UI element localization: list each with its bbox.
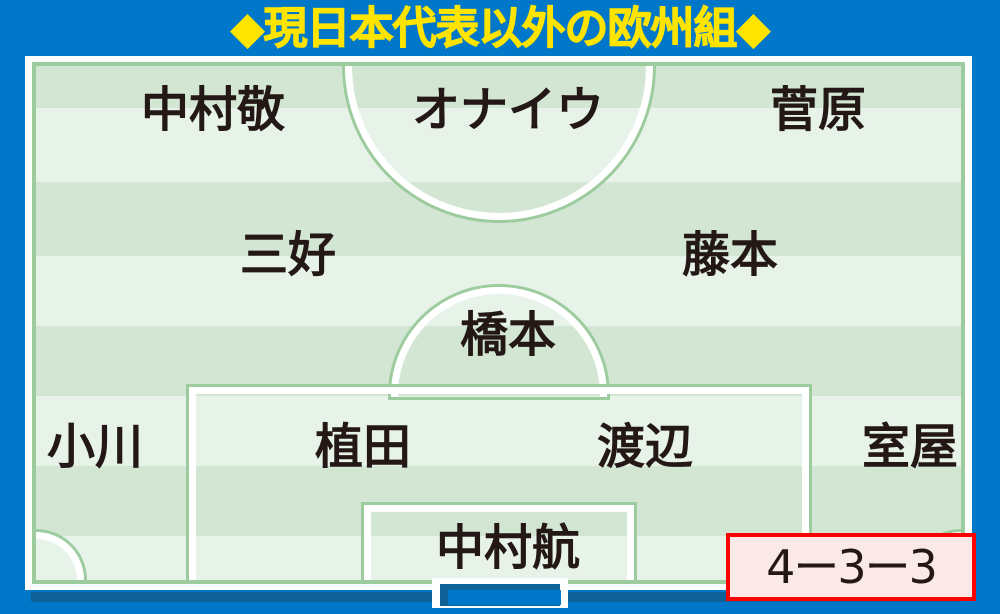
goal-net-outline (440, 584, 561, 606)
player-name-left-wing: 中村敬 (140, 82, 286, 138)
player-name-right-midfield: 藤本 (681, 227, 779, 283)
player-name-centre-back-right: 渡辺 (596, 419, 694, 475)
goal-net-fill (448, 590, 561, 605)
page-title: ◆現日本代表以外の欧州組◆ (230, 3, 771, 54)
formation-label: 4ー3ー3 (766, 540, 938, 594)
player-name-goalkeeper: 中村航 (435, 520, 581, 576)
header-bar: ◆現日本代表以外の欧州組◆ (0, 0, 1000, 58)
player-name-centre-back-left: 植田 (314, 419, 412, 475)
player-name-centre-forward: オナイウ (411, 82, 605, 138)
player-name-left-midfield: 三好 (239, 227, 337, 283)
goal-area-marking (363, 505, 634, 580)
player-name-left-back: 小川 (46, 419, 144, 475)
goal-mouth (432, 578, 568, 608)
soccer-pitch (32, 62, 965, 584)
player-name-holding-midfield: 橋本 (459, 307, 557, 363)
player-name-right-wing: 菅原 (769, 82, 867, 138)
player-name-right-back: 室屋 (861, 419, 959, 475)
formation-badge: 4ー3ー3 (726, 533, 976, 601)
penalty-area-marking (188, 387, 809, 580)
